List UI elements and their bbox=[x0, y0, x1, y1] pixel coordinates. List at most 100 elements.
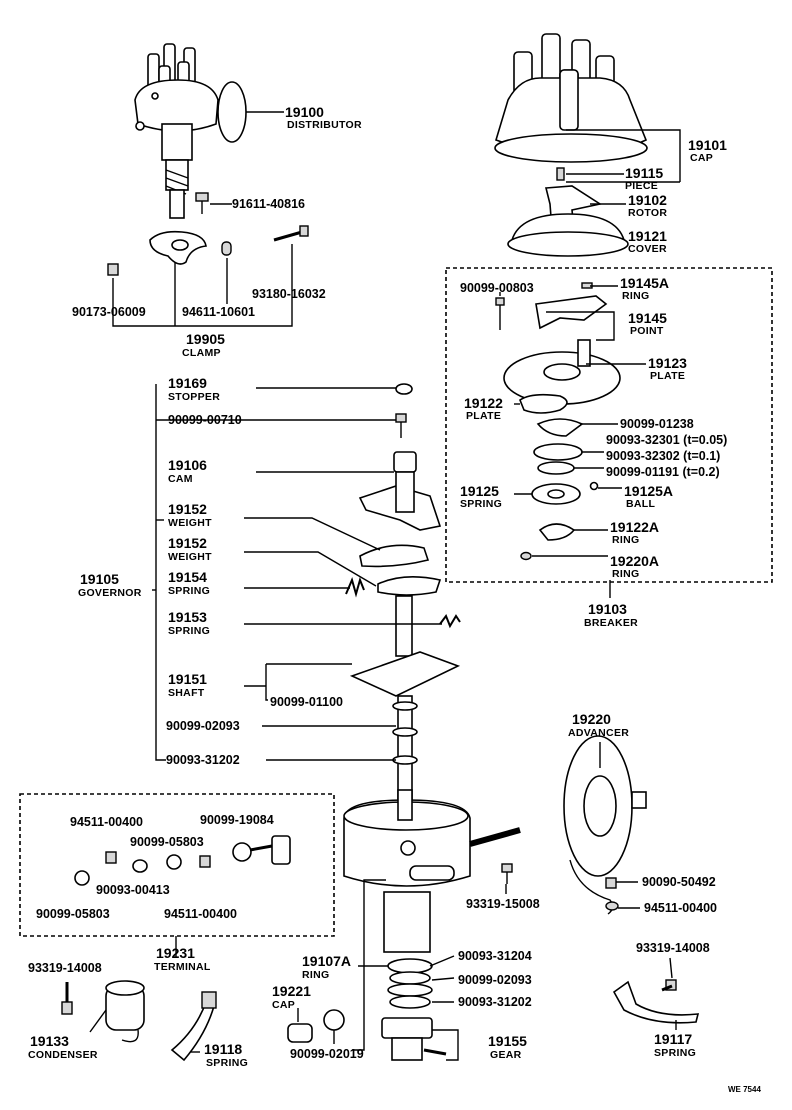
callout-governor-label: GOVERNOR bbox=[78, 587, 142, 599]
terminal-parts-drawing bbox=[74, 835, 291, 886]
bolt-drawing bbox=[195, 192, 209, 214]
callout-stopper-num: 19169 bbox=[168, 375, 207, 391]
part-number: 90099-05803 bbox=[36, 907, 110, 921]
callout-spring-125-num: 19125 bbox=[460, 483, 499, 499]
breaker-group-box bbox=[445, 267, 773, 583]
stopper-drawing bbox=[395, 383, 413, 395]
washer-stack-1 bbox=[389, 971, 431, 985]
cap-drawing bbox=[494, 33, 648, 163]
part-number: 90090-50492 bbox=[642, 875, 716, 889]
part-number: 90099-01238 bbox=[620, 417, 694, 431]
part-number: 94511-00400 bbox=[644, 901, 717, 915]
screw-00710-drawing bbox=[395, 413, 407, 438]
callout-rotor-num: 19102 bbox=[628, 192, 667, 208]
shim-2-drawing bbox=[537, 461, 575, 475]
part-number: 94611-10601 bbox=[182, 305, 255, 319]
callout-piece-label: PIECE bbox=[625, 180, 658, 192]
callout-weight-1-label: WEIGHT bbox=[168, 517, 212, 529]
shaft-drawing bbox=[349, 595, 461, 809]
callout-spring-153-label: SPRING bbox=[168, 625, 210, 637]
callout-piece-num: 19115 bbox=[625, 165, 663, 181]
spring-125-drawing bbox=[531, 483, 581, 505]
callout-gear-num: 19155 bbox=[488, 1033, 527, 1049]
callout-clamp-label: CLAMP bbox=[182, 347, 221, 359]
ball-drawing bbox=[589, 481, 599, 491]
callout-cam-label: CAM bbox=[168, 473, 193, 485]
callout-weight-2-num: 19152 bbox=[168, 535, 207, 551]
cap-221-drawing bbox=[287, 1023, 313, 1043]
callout-breaker-num: 19103 bbox=[588, 601, 627, 617]
part-number: 93180-16032 bbox=[252, 287, 326, 301]
clamp-washer-drawing bbox=[221, 241, 232, 256]
part-number: 90093-31202 bbox=[458, 995, 532, 1009]
clamp-bolt-drawing bbox=[273, 225, 309, 242]
callout-plate-123-label: PLATE bbox=[650, 370, 685, 382]
callout-terminal-label: TERMINAL bbox=[154, 961, 211, 973]
part-number: 90099-00803 bbox=[460, 281, 534, 295]
piece-drawing bbox=[556, 167, 565, 181]
terminal-group-box bbox=[19, 793, 335, 937]
callout-ring-145a-label: RING bbox=[622, 290, 649, 302]
callout-advancer-num: 19220 bbox=[572, 711, 611, 727]
callout-rotor-label: ROTOR bbox=[628, 207, 667, 219]
callout-ring-220a-label: RING bbox=[612, 568, 639, 580]
part-number: 90093-32301 (t=0.05) bbox=[606, 433, 727, 447]
plate-123-drawing bbox=[503, 339, 621, 405]
part-number: 90099-19084 bbox=[200, 813, 274, 827]
gear-drawing bbox=[381, 1017, 447, 1061]
part-number: 90093-32302 (t=0.1) bbox=[606, 449, 720, 463]
callout-ring-220a-num: 19220A bbox=[610, 553, 659, 569]
part-number: 90099-01191 (t=0.2) bbox=[606, 465, 720, 479]
callout-distributor-num: 19100 bbox=[285, 104, 324, 120]
spring-154-drawing bbox=[345, 576, 365, 598]
callout-point-label: POINT bbox=[630, 325, 664, 337]
leader-lines bbox=[89, 111, 681, 1061]
callout-spring-117-num: 19117 bbox=[654, 1031, 692, 1047]
callout-plate-122-label: PLATE bbox=[466, 410, 501, 422]
callout-governor-num: 19105 bbox=[80, 571, 119, 587]
callout-spring-118-label: SPRING bbox=[206, 1057, 248, 1069]
callout-shaft-num: 19151 bbox=[168, 671, 207, 687]
callout-plate-123-num: 19123 bbox=[648, 355, 687, 371]
callout-ring-107a-num: 19107A bbox=[302, 953, 351, 969]
callout-breaker-label: BREAKER bbox=[584, 617, 638, 629]
part-number: 90099-02093 bbox=[458, 973, 532, 987]
callout-cap-221-num: 19221 bbox=[272, 983, 311, 999]
bolt-14008-left-drawing bbox=[61, 982, 73, 1015]
part-number: 93319-15008 bbox=[466, 897, 540, 911]
part-number: 93319-14008 bbox=[636, 941, 710, 955]
washer-00400-drawing bbox=[605, 901, 619, 911]
callout-shaft-label: SHAFT bbox=[168, 687, 205, 699]
clip-01238-drawing bbox=[536, 418, 584, 437]
callout-weight-1-num: 19152 bbox=[168, 501, 207, 517]
part-number: 90093-00413 bbox=[96, 883, 170, 897]
part-number: 90099-05803 bbox=[130, 835, 204, 849]
callout-ball-num: 19125A bbox=[624, 483, 673, 499]
screw-50492-drawing bbox=[605, 877, 617, 889]
spring-117-drawing bbox=[612, 980, 700, 1024]
callout-terminal-num: 19231 bbox=[156, 945, 195, 961]
callout-distributor-label: DISTRIBUTOR bbox=[287, 119, 362, 131]
part-number: 93319-14008 bbox=[28, 961, 102, 975]
callout-cover-label: COVER bbox=[628, 243, 667, 255]
callout-cap-label: CAP bbox=[690, 152, 713, 164]
callout-advancer-label: ADVANCER bbox=[568, 727, 629, 739]
part-number: 90099-02093 bbox=[166, 719, 240, 733]
part-number: 91611-40816 bbox=[232, 197, 305, 211]
washer-stack-3 bbox=[389, 995, 431, 1009]
callout-condenser-label: CONDENSER bbox=[28, 1049, 98, 1061]
washer-stack-2 bbox=[387, 983, 433, 997]
distributor-drawing bbox=[134, 43, 264, 219]
spring-153-drawing bbox=[439, 613, 461, 629]
callout-ring-122a-label: RING bbox=[612, 534, 639, 546]
part-number: 90093-31204 bbox=[458, 949, 532, 963]
callout-ball-label: BALL bbox=[626, 498, 655, 510]
callout-condenser-num: 19133 bbox=[30, 1033, 69, 1049]
callout-clamp-num: 19905 bbox=[186, 331, 225, 347]
plate-122-drawing bbox=[519, 393, 568, 414]
ring-220a-drawing bbox=[520, 551, 532, 561]
advancer-drawing bbox=[563, 735, 647, 915]
ring-122a-drawing bbox=[538, 523, 576, 541]
callout-point-num: 19145 bbox=[628, 310, 667, 326]
